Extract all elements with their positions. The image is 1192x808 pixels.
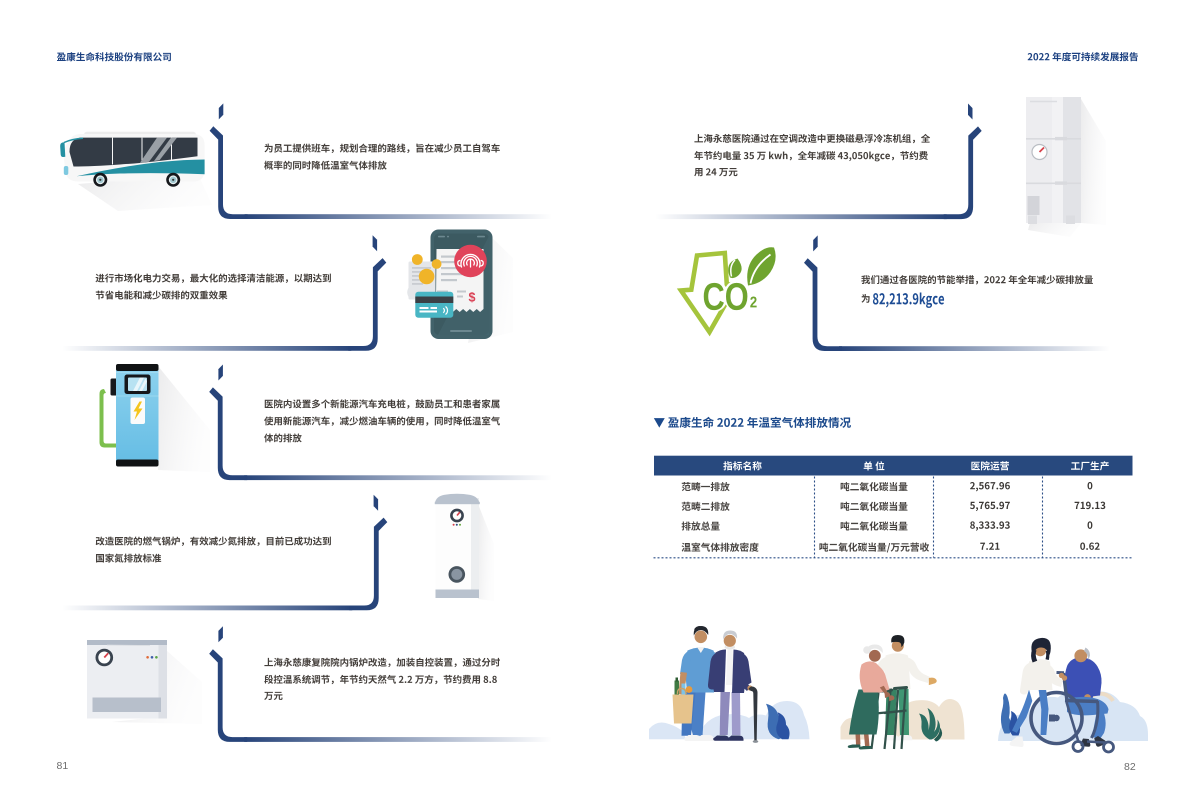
svg-text:81: 81 <box>57 760 69 772</box>
svg-text:$: $ <box>469 291 476 305</box>
svg-text:82: 82 <box>1124 761 1136 773</box>
